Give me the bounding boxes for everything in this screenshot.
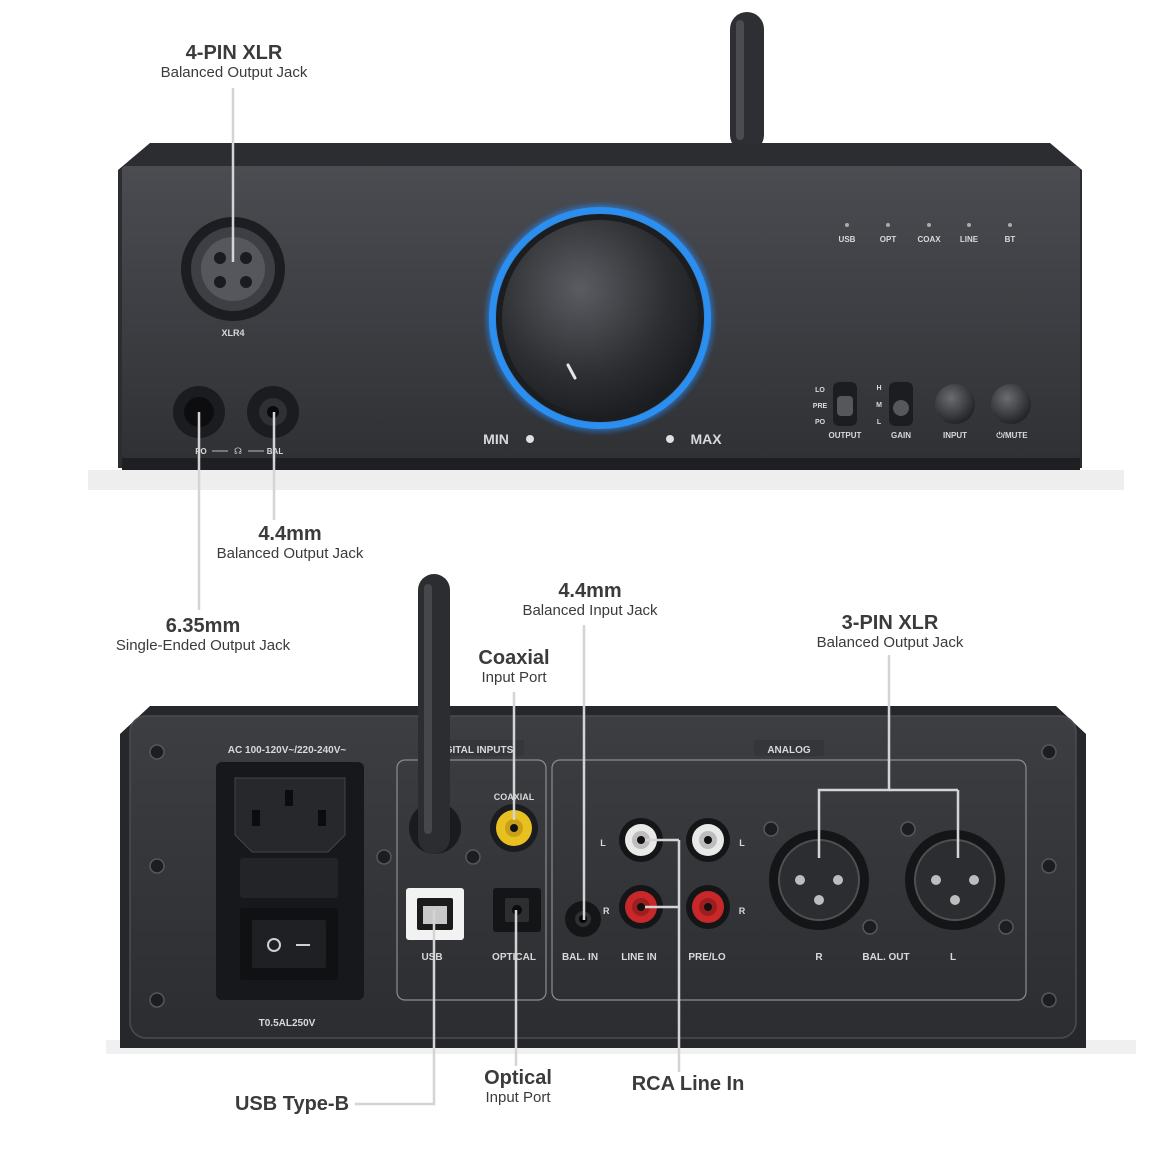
xlr3-out-r <box>769 830 869 930</box>
line-in-label: LINE IN <box>621 952 657 963</box>
coaxial-jack <box>490 804 538 852</box>
callout-635: 6.35mm Single-Ended Output Jack <box>98 615 308 655</box>
callout-optical-sub: Input Port <box>485 1089 551 1106</box>
rca-r-right: R <box>739 906 746 916</box>
output-switch[interactable] <box>833 382 857 426</box>
rca-line-in-r <box>619 885 663 929</box>
callout-44-output-title: 4.4mm <box>258 523 322 545</box>
rca-line-in-l <box>619 818 663 862</box>
callout-usb: USB Type-B <box>222 1093 362 1115</box>
rca-l-right: L <box>739 838 745 848</box>
callout-xlr3: 3-PIN XLR Balanced Output Jack <box>790 612 990 652</box>
indicator-coax: COAX <box>917 235 941 244</box>
usb-label: USB <box>421 952 442 963</box>
jack-po-label: PO <box>195 447 207 456</box>
rear-face <box>129 715 1077 1039</box>
input-button[interactable] <box>935 384 975 424</box>
callout-xlr4: 4-PIN XLR Balanced Output Jack <box>134 42 334 82</box>
knob-indicator <box>566 363 577 380</box>
callout-coaxial-title: Coaxial <box>478 647 550 669</box>
callout-44-input: 4.4mm Balanced Input Jack <box>490 580 690 620</box>
indicator-bt: BT <box>1005 235 1016 244</box>
indicator-usb: USB <box>839 235 856 244</box>
gain-pos-h: H <box>876 385 881 392</box>
optical-label: OPTICAL <box>492 952 536 963</box>
xlr-r-label: R <box>815 952 823 963</box>
callout-usb-title: USB Type-B <box>234 1093 350 1115</box>
front-antenna <box>730 12 764 152</box>
analog-section <box>551 759 1027 1001</box>
analog-section-label: ANALOG <box>767 745 811 756</box>
output-pos-pre: PRE <box>813 403 828 410</box>
iec-inlet <box>234 777 346 853</box>
gain-switch[interactable] <box>889 382 913 426</box>
callout-optical-title: Optical <box>484 1067 552 1089</box>
digital-section <box>396 759 547 1001</box>
digital-section-label: DIGITAL INPUTS <box>435 745 514 756</box>
power-rating-label: AC 100-120V~/220-240V~ <box>228 745 347 756</box>
input-button-label: INPUT <box>943 431 967 440</box>
callout-44-input-sub: Balanced Input Jack <box>522 602 658 619</box>
mute-button[interactable] <box>991 384 1031 424</box>
xlr4-socket <box>181 217 285 321</box>
bal-in-r: R <box>603 906 610 916</box>
output-pos-lo: LO <box>815 387 825 394</box>
callout-xlr3-sub: Balanced Output Jack <box>816 634 964 651</box>
volume-knob[interactable] <box>482 200 718 436</box>
bal-in-label: BAL. IN <box>562 952 598 963</box>
rear-antenna <box>409 574 461 854</box>
callout-44-input-title: 4.4mm <box>558 580 622 602</box>
fuse-rating-label: T0.5AL250V <box>259 1018 316 1029</box>
indicator-line: LINE <box>960 235 979 244</box>
callout-xlr3-title: 3-PIN XLR <box>841 612 939 634</box>
callout-coaxial: Coaxial Input Port <box>444 647 584 687</box>
headphone-icon: ☊ <box>234 447 242 457</box>
xlr3-out-l <box>905 830 1005 930</box>
callout-rca: RCA Line In <box>608 1073 768 1095</box>
callout-xlr4-sub: Balanced Output Jack <box>160 64 308 81</box>
min-label: MIN <box>483 431 509 447</box>
gain-switch-label: GAIN <box>891 431 911 440</box>
callout-optical: Optical Input Port <box>448 1067 588 1107</box>
callout-coaxial-sub: Input Port <box>481 669 547 686</box>
output-switch-label: OUTPUT <box>829 431 862 440</box>
callout-44-output: 4.4mm Balanced Output Jack <box>190 523 390 563</box>
pre-lo-label: PRE/LO <box>688 952 725 963</box>
rca-pre-lo-r <box>686 885 730 929</box>
mute-button-label: ⏻/MUTE <box>996 431 1028 440</box>
callout-635-title: 6.35mm <box>165 615 241 637</box>
callout-44-output-sub: Balanced Output Jack <box>216 545 364 562</box>
xlr4-label: XLR4 <box>221 328 244 338</box>
callout-xlr4-title: 4-PIN XLR <box>185 42 283 64</box>
output-pos-po: PO <box>815 419 826 426</box>
callout-635-sub: Single-Ended Output Jack <box>115 637 291 654</box>
max-label: MAX <box>690 431 722 447</box>
gain-pos-m: M <box>876 402 882 409</box>
callout-rca-title: RCA Line In <box>631 1073 745 1095</box>
callout-leader-lines <box>197 88 960 1106</box>
input-indicators: USB OPT COAX LINE BT <box>839 223 1016 244</box>
bal-out-label: BAL. OUT <box>862 952 909 963</box>
gain-pos-l: L <box>877 419 882 426</box>
indicator-opt: OPT <box>880 235 897 244</box>
xlr-l-label: L <box>950 952 956 963</box>
chassis-screws <box>149 744 1057 1008</box>
rca-pre-lo-l <box>686 818 730 862</box>
rca-l-left: L <box>600 838 606 848</box>
fuse-holder <box>240 858 338 898</box>
